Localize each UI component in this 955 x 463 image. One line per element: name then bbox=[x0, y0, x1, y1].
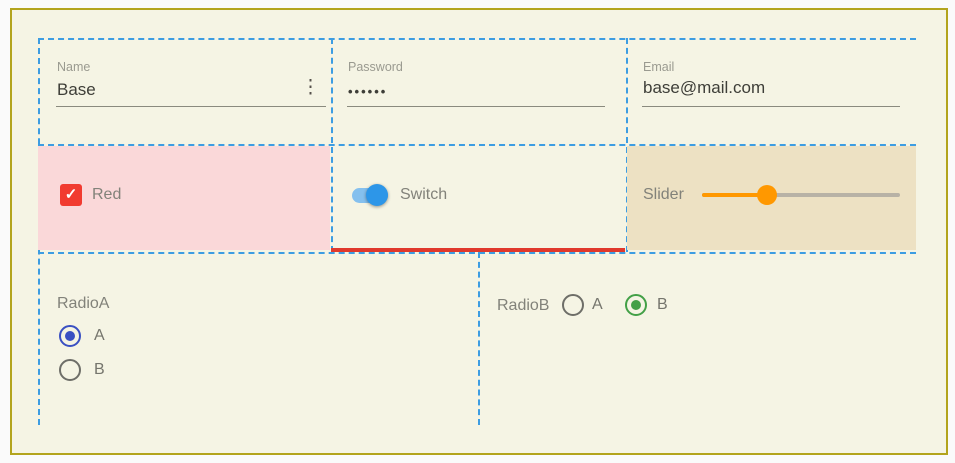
checkbox-cell-background bbox=[38, 146, 330, 250]
radio-a-group-label: RadioA bbox=[57, 295, 110, 312]
slider-control[interactable] bbox=[702, 185, 900, 205]
password-field-underline bbox=[347, 106, 605, 107]
password-field-label: Password bbox=[348, 60, 403, 74]
name-field-underline bbox=[56, 106, 326, 107]
slider-track[interactable] bbox=[702, 193, 900, 197]
radio-a-option-b-label: B bbox=[94, 361, 105, 378]
radio-b-option-b[interactable] bbox=[625, 294, 647, 316]
layout-guide-row1-top bbox=[38, 38, 916, 40]
checkmark-icon: ✓ bbox=[64, 186, 78, 203]
layout-guide-row2-top bbox=[38, 144, 916, 146]
password-input[interactable]: •••••• bbox=[348, 84, 388, 99]
layout-guide-col2-col3 bbox=[626, 38, 628, 252]
slider-label: Slider bbox=[643, 186, 684, 203]
red-checkbox-label: Red bbox=[92, 186, 122, 203]
layout-guide-radio-split bbox=[478, 252, 480, 425]
name-field-label: Name bbox=[57, 60, 91, 74]
radio-a-option-b[interactable] bbox=[59, 359, 81, 381]
switch-cell-error-underline bbox=[331, 248, 625, 252]
email-input[interactable]: base@mail.com bbox=[643, 78, 766, 97]
form-panel: Name Base ⋮ Password •••••• Email base@m… bbox=[10, 8, 948, 455]
radio-a-option-a-label: A bbox=[94, 327, 105, 344]
radio-b-option-a-label: A bbox=[592, 296, 603, 313]
switch-thumb[interactable] bbox=[366, 184, 388, 206]
email-field-label: Email bbox=[643, 60, 675, 74]
email-field-underline bbox=[642, 106, 900, 107]
layout-guide-row3-top bbox=[38, 252, 916, 254]
layout-guide-col1-col2 bbox=[331, 38, 333, 252]
name-input[interactable]: Base bbox=[57, 80, 96, 99]
slider-fill bbox=[702, 193, 768, 197]
radio-b-option-a[interactable] bbox=[562, 294, 584, 316]
radio-b-option-b-label: B bbox=[657, 296, 668, 313]
red-checkbox[interactable]: ✓ bbox=[60, 184, 82, 206]
switch-toggle[interactable] bbox=[352, 184, 388, 206]
slider-thumb[interactable] bbox=[757, 185, 778, 205]
radio-a-option-a[interactable] bbox=[59, 325, 81, 347]
kebab-menu-icon[interactable]: ⋮ bbox=[301, 77, 320, 98]
radio-b-group-label: RadioB bbox=[497, 297, 550, 314]
switch-label: Switch bbox=[400, 186, 448, 203]
